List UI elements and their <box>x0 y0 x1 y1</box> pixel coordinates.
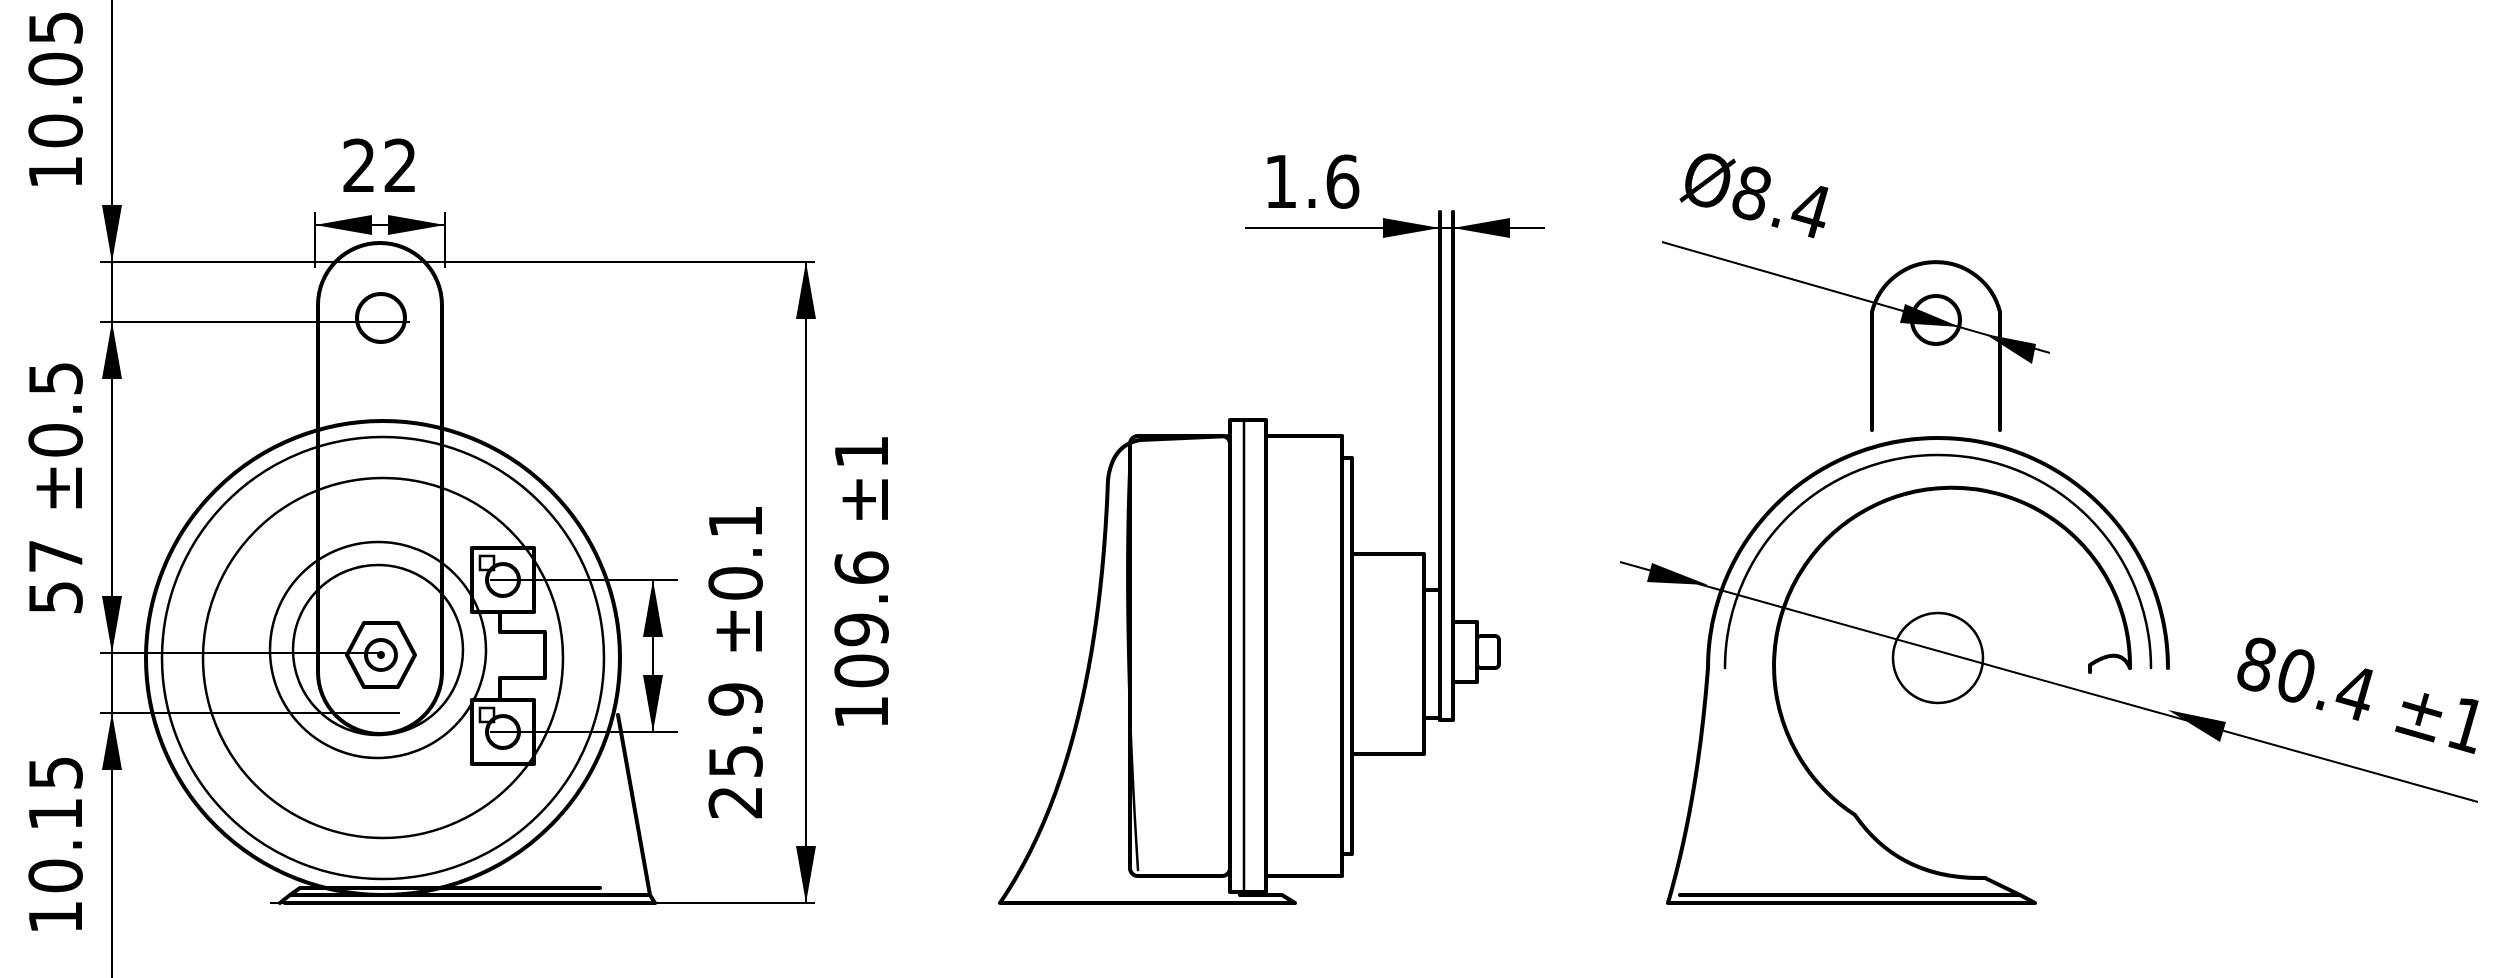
rear-horn-bell <box>1772 485 2133 881</box>
terminal-lower <box>470 698 536 766</box>
rear-view: Ø8.4 80.4 ±1 <box>1619 134 2499 905</box>
horn-diaphragm <box>201 476 565 840</box>
dim-thickness-label: 1.6 <box>1261 141 1364 225</box>
dim-total-height-label: 109.6 ±1 <box>821 431 905 732</box>
mounting-bracket <box>316 241 444 736</box>
side-view: 1.6 <box>998 141 1545 905</box>
terminal-upper <box>470 546 536 614</box>
horn-side-flare <box>998 438 1297 905</box>
dim-offset-bottom-label: 10.15 <box>15 752 99 937</box>
bracket-hole <box>355 292 407 344</box>
horn-inner-rim <box>160 435 606 881</box>
center-nut <box>345 621 417 689</box>
rear-mounting-tab <box>1870 260 2002 432</box>
dim-outer-diameter-label: 80.4 ±1 <box>2225 620 2498 772</box>
front-view: 22 10.05 57 ±0.5 10.15 25.9 ±0.1 109.6 ±… <box>15 0 905 978</box>
terminal-block <box>498 610 547 702</box>
dim-hole-diameter-label: Ø8.4 <box>1671 134 1842 257</box>
dim-offset-top-label: 10.05 <box>15 7 99 192</box>
dim-width-label: 22 <box>339 125 421 209</box>
dim-terminal-spacing-label: 25.9 ±0.1 <box>695 501 779 823</box>
dim-mount-height-label: 57 ±0.5 <box>15 358 99 618</box>
horn-center-ring <box>268 540 488 760</box>
